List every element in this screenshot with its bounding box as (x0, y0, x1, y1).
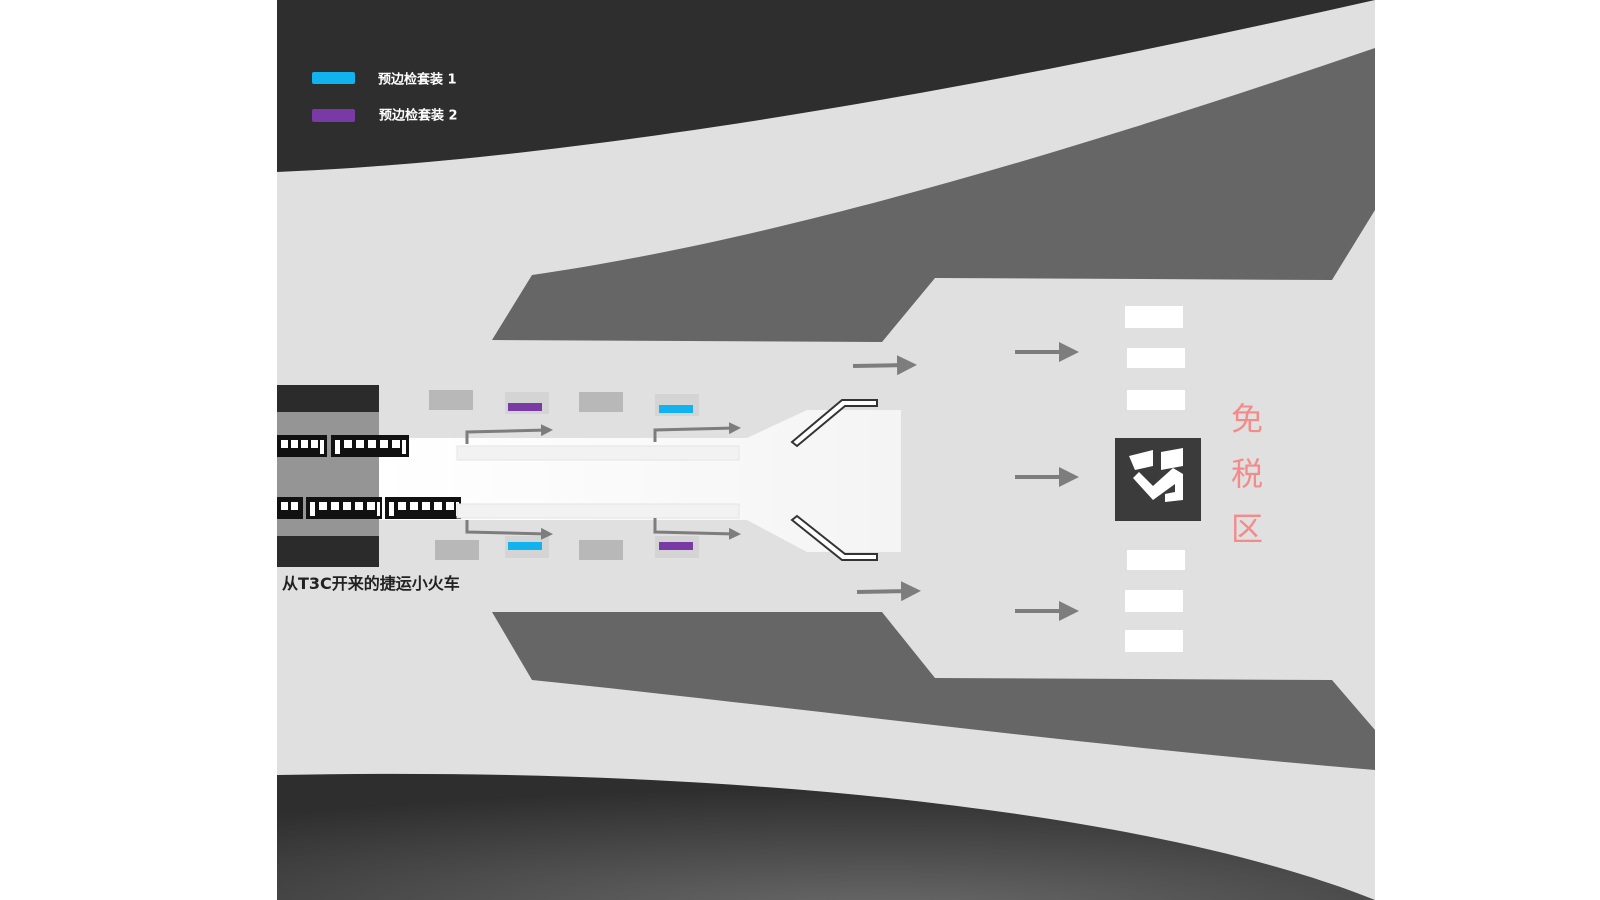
booth-marker-set-2 (659, 542, 693, 550)
zone-label-char-3: 区 (1231, 510, 1263, 548)
map-legend: 预边检套装 1 预边检套装 2 (312, 72, 458, 124)
booth-marker-set-1 (508, 542, 542, 550)
legend-label-2: 预边检套装 2 (379, 108, 458, 124)
train-car-lower-3 (385, 497, 461, 519)
booth-marker-set-1 (659, 405, 693, 413)
legend-swatch-2 (312, 109, 355, 122)
checkpoint-lanes (1125, 306, 1185, 652)
train-car-upper-2 (331, 435, 409, 457)
train-car-lower-1 (277, 497, 303, 519)
platform-rail-lower (456, 503, 740, 519)
booth-inactive (579, 392, 623, 412)
booth-marker-set-2 (508, 403, 542, 411)
arrow-right-icon (852, 342, 1079, 621)
platform-rail-upper (456, 445, 740, 461)
baggage-inspection-icon (1115, 438, 1201, 521)
zone-label-char-1: 免 (1231, 400, 1263, 438)
booth-inactive (429, 390, 473, 410)
arrow-right-icon (465, 422, 741, 540)
apron-lower (492, 612, 1375, 770)
booth-inactive (435, 540, 479, 560)
train-car-upper-1 (277, 435, 327, 457)
airport-floor-map: 预边检套装 1 预边检套装 2 从T3C开来的捷运小火车 免 税 区 (277, 0, 1375, 900)
zone-label-char-2: 税 (1231, 455, 1263, 493)
booth-inactive (579, 540, 623, 560)
legend-swatch-1 (312, 72, 355, 84)
funnel-rail-lower (790, 514, 878, 561)
apron-upper (492, 48, 1375, 342)
legend-label-1: 预边检套装 1 (378, 72, 457, 88)
train-car-lower-2 (306, 497, 382, 519)
funnel-rail-upper (790, 399, 878, 448)
train-source-label: 从T3C开来的捷运小火车 (282, 574, 460, 593)
people-mover-icon (277, 435, 461, 519)
